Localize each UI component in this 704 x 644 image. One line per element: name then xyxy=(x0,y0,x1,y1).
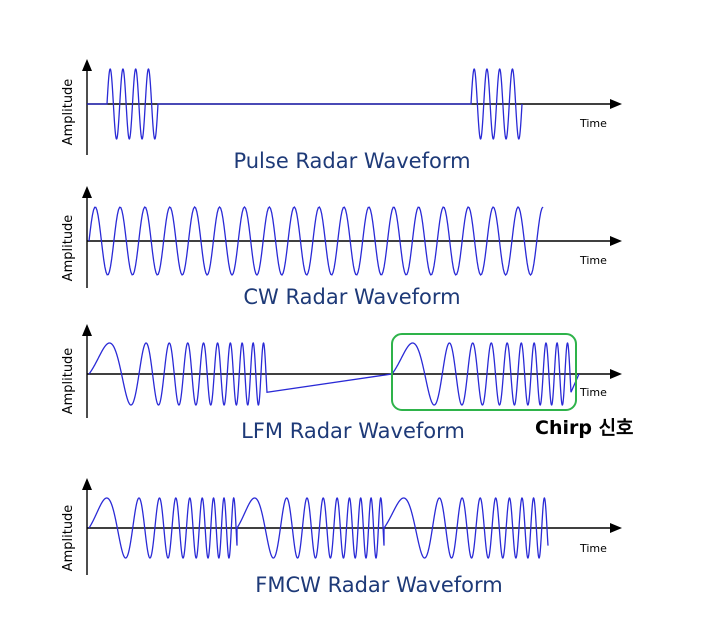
y-axis-arrow-cw xyxy=(82,186,92,198)
waveform-pulse xyxy=(87,68,523,140)
title-cw: CW Radar Waveform xyxy=(243,285,460,309)
y-axis-label-pulse: Amplitude xyxy=(61,79,76,146)
y-axis-label-cw: Amplitude xyxy=(61,215,76,282)
waveform-cw xyxy=(88,205,544,277)
x-axis-arrow-fmcw xyxy=(610,523,622,533)
chirp-highlight-box xyxy=(391,333,577,411)
x-axis-label-lfm: Time xyxy=(579,386,607,399)
panel-fmcw: Amplitude Time FMCW Radar Waveform xyxy=(61,478,622,597)
panel-lfm: Amplitude Time LFM Radar Waveform Chirp … xyxy=(61,324,634,443)
x-axis-arrow-pulse xyxy=(610,99,622,109)
x-axis-label-pulse: Time xyxy=(579,117,607,130)
chirp-annotation: Chirp 신호 xyxy=(535,417,634,439)
waveform-fmcw xyxy=(88,497,549,559)
x-axis-label-cw: Time xyxy=(579,254,607,267)
y-axis-arrow-lfm xyxy=(82,324,92,336)
y-axis-label-lfm: Amplitude xyxy=(61,348,76,415)
y-axis-label-fmcw: Amplitude xyxy=(61,505,76,572)
y-axis-arrow-fmcw xyxy=(82,478,92,490)
x-axis-arrow-lfm xyxy=(610,369,622,379)
panel-cw: Amplitude Time CW Radar Waveform xyxy=(61,186,622,309)
y-axis-arrow-pulse xyxy=(82,59,92,71)
panel-pulse: Amplitude Time Pulse Radar Waveform xyxy=(61,59,622,173)
title-pulse: Pulse Radar Waveform xyxy=(233,149,470,173)
title-lfm: LFM Radar Waveform xyxy=(241,419,465,443)
x-axis-arrow-cw xyxy=(610,236,622,246)
x-axis-label-fmcw: Time xyxy=(579,542,607,555)
title-fmcw: FMCW Radar Waveform xyxy=(255,573,502,597)
